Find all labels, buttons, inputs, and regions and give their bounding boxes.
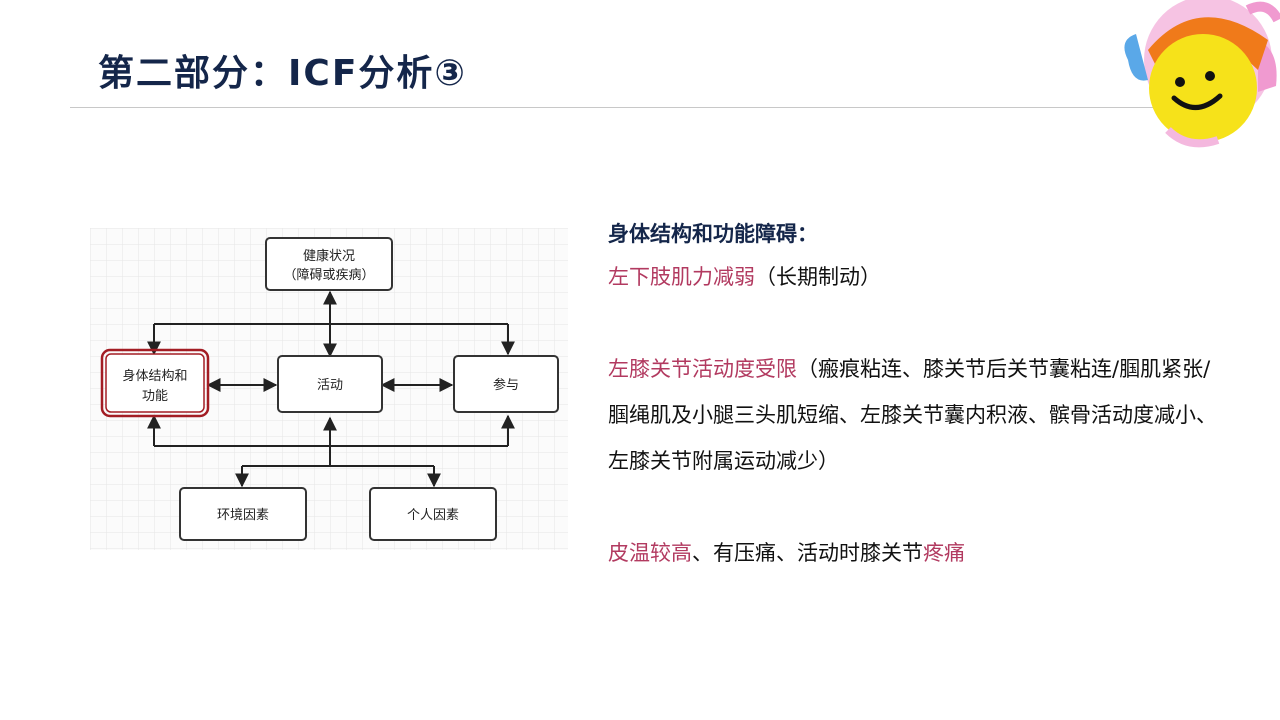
body-function-line1: 身体结构和 [122, 368, 187, 384]
activity-node: 活动 [277, 355, 383, 413]
personal-node: 个人因素 [369, 487, 497, 541]
icf-diagram: 健康状况 （障碍或疾病） 身体结构和 功能 活动 参与 [90, 228, 568, 550]
item1-accent: 左下肢肌力减弱 [608, 265, 755, 289]
participation-label: 参与 [493, 377, 519, 393]
impairment-item-2: 左膝关节活动度受限（瘢痕粘连、膝关节后关节囊粘连/腘肌紧张/腘绳肌及小腿三头肌短… [608, 346, 1223, 484]
activity-label: 活动 [317, 378, 343, 393]
environment-node: 环境因素 [179, 487, 307, 541]
personal-label: 个人因素 [407, 508, 459, 523]
health-line1: 健康状况 [303, 248, 355, 264]
item1-rest: （长期制动） [755, 265, 881, 289]
environment-label: 环境因素 [217, 508, 269, 523]
title-divider [70, 107, 1180, 108]
impairment-item-3: 皮温较高、有压痛、活动时膝关节疼痛 [608, 530, 1223, 576]
mascot-icon [1124, 0, 1280, 148]
impairment-item-1: 左下肢肌力减弱（长期制动） [608, 254, 1223, 300]
section-heading: 身体结构和功能障碍： [608, 222, 818, 246]
health-condition-node: 健康状况 （障碍或疾病） [265, 237, 393, 291]
health-line2: （障碍或疾病） [283, 268, 374, 283]
item3-accent1: 皮温较高 [608, 541, 692, 565]
page-title: 第二部分：ICF分析③ [98, 53, 467, 94]
participation-node: 参与 [453, 355, 559, 413]
item2-accent: 左膝关节活动度受限 [608, 357, 797, 381]
body-function-line2: 功能 [142, 389, 168, 404]
item3-mid: 、有压痛、活动时膝关节 [692, 541, 923, 565]
item2-rest: （瘢痕粘连、膝关节后关节囊粘连/腘肌紧张/腘绳肌及小腿三头肌短缩、左膝关节囊内积… [608, 357, 1217, 473]
body-function-node: 身体结构和 功能 [100, 348, 210, 418]
item3-accent2: 疼痛 [923, 541, 965, 565]
